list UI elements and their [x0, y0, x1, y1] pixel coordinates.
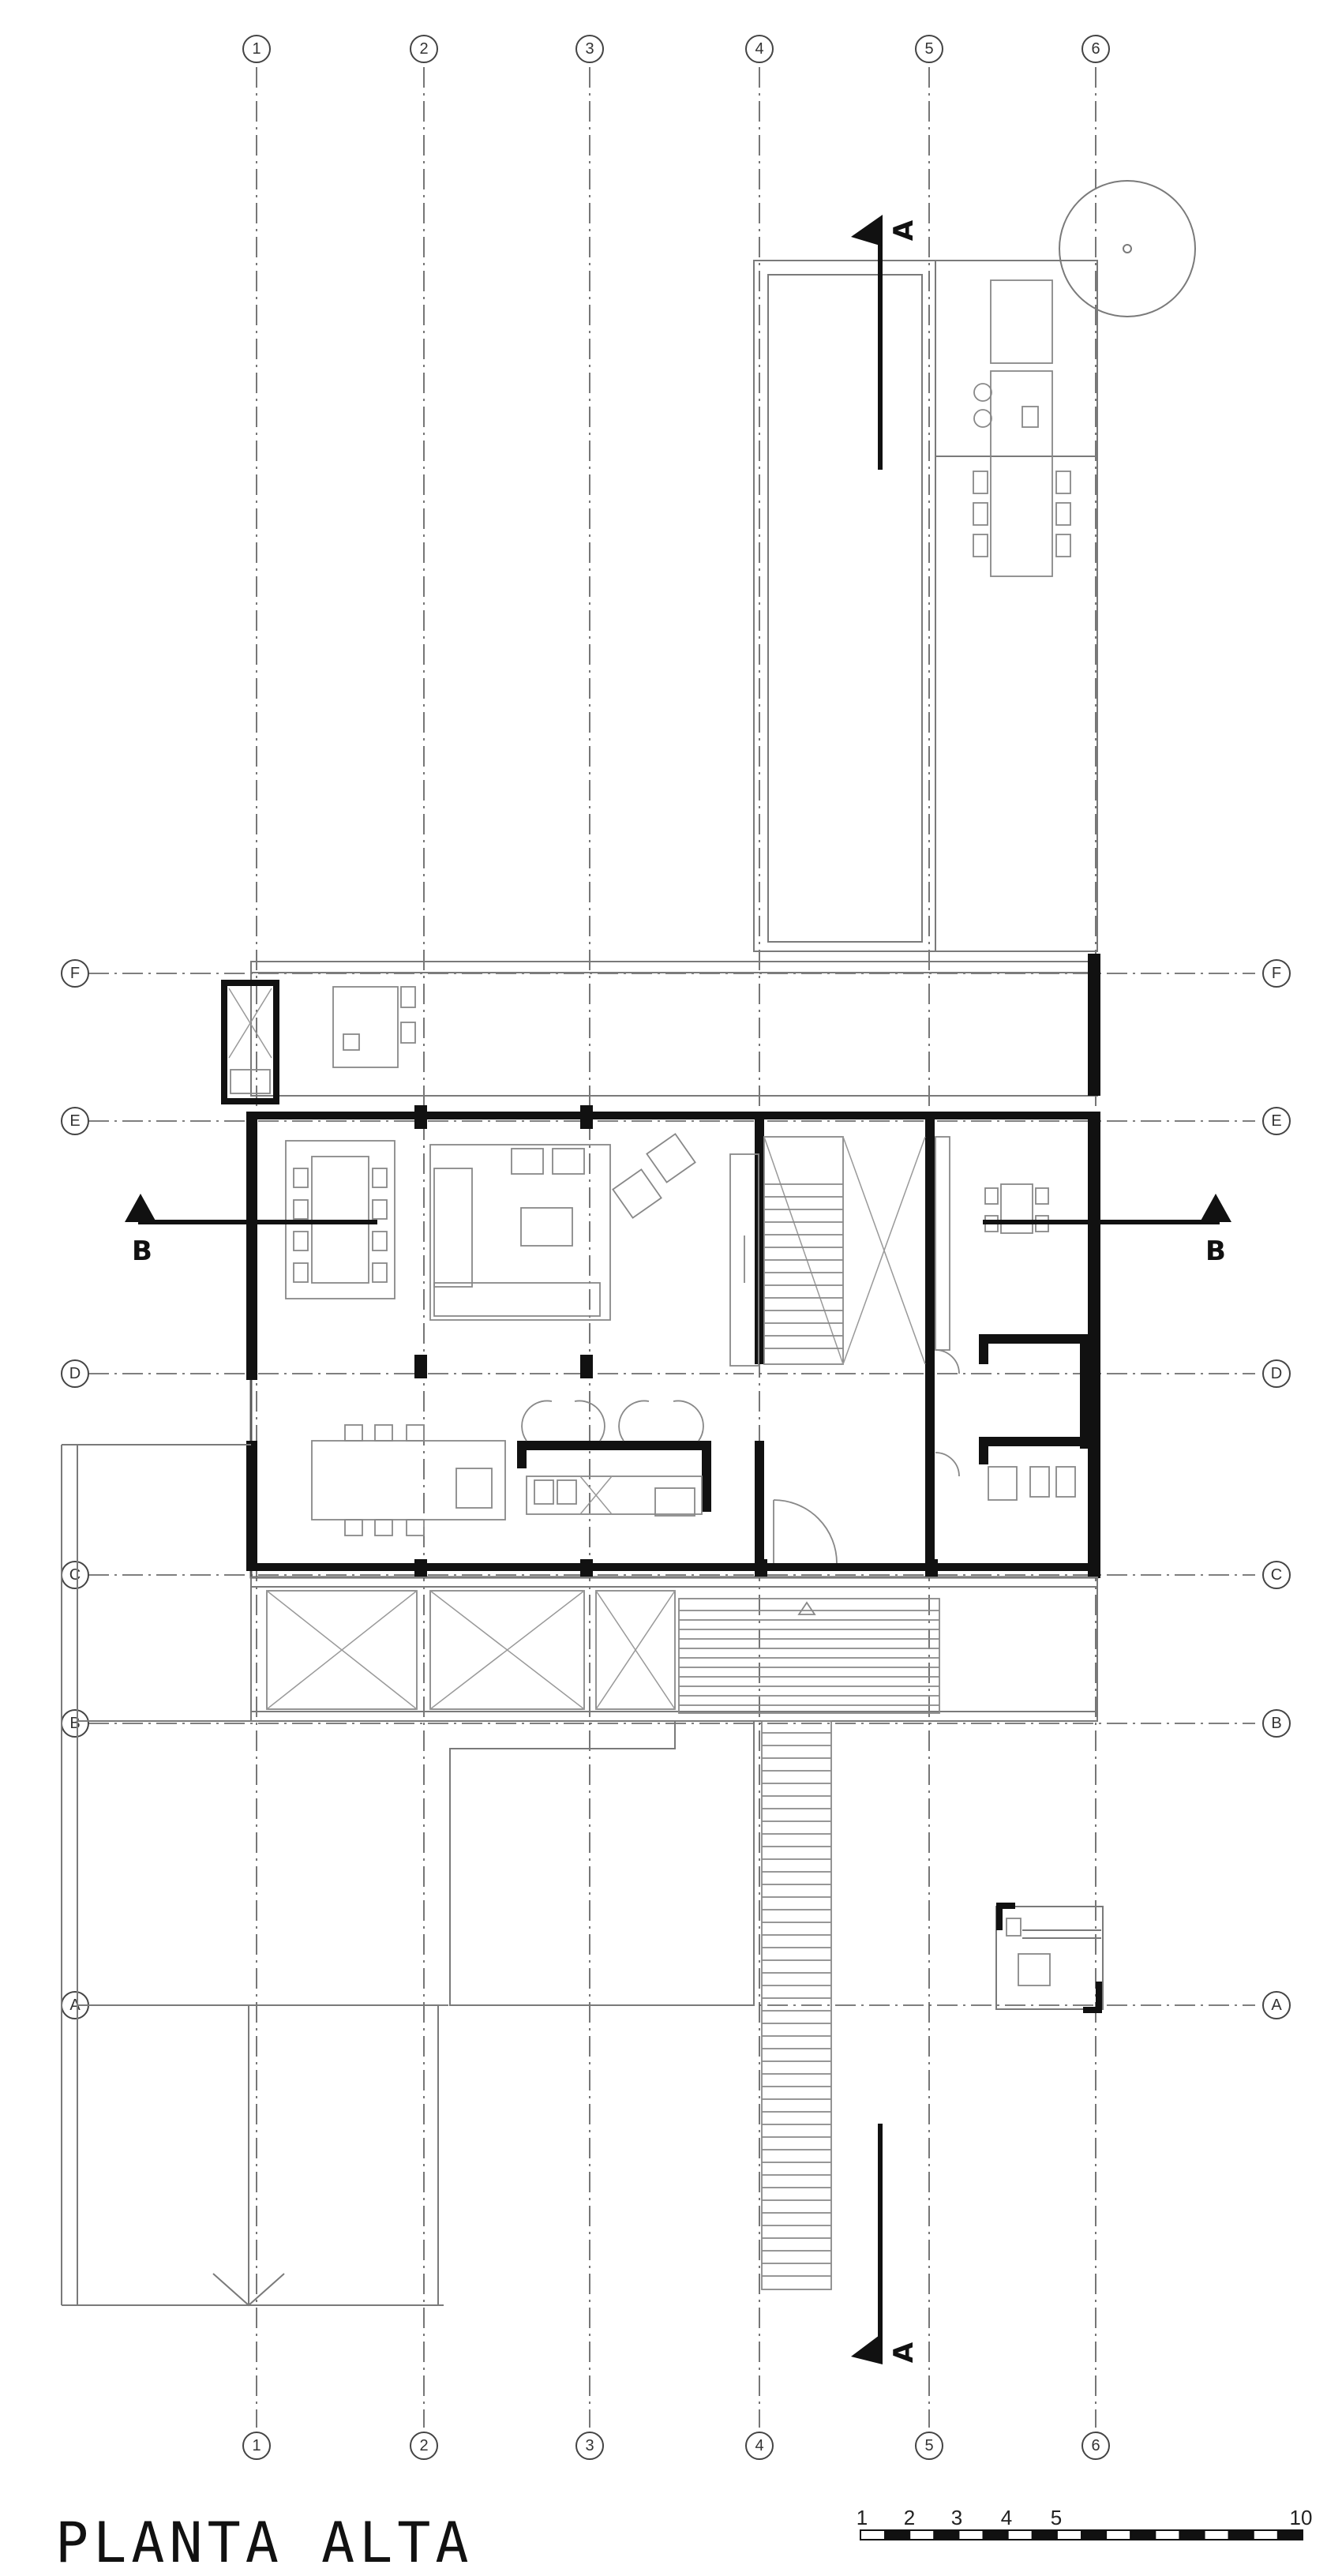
sofa-bottom	[433, 1282, 601, 1317]
main-building	[246, 954, 1100, 1579]
column-bubble-6-bottom	[1081, 2432, 1110, 2460]
row-label-F-right: F	[1272, 965, 1281, 982]
section-b-right: B	[983, 1194, 1231, 1267]
section-b-left: B	[125, 1194, 377, 1267]
ground-level	[61, 1444, 1104, 2307]
tree-canopy	[1059, 180, 1196, 317]
grid-axes	[88, 67, 1255, 2428]
scale-label-1: 1	[857, 2506, 868, 2529]
column-bubble-1-top	[242, 35, 271, 63]
scale-label-5: 5	[1051, 2506, 1062, 2529]
scale-label-3: 3	[951, 2506, 962, 2529]
column-bubble-6-top	[1081, 35, 1110, 63]
column-bubble-4-top	[745, 35, 774, 63]
section-a-label-top: A	[888, 219, 920, 241]
sink	[1021, 406, 1039, 428]
row-label-F-left: F	[70, 965, 80, 982]
terrace	[221, 961, 1098, 1104]
column-bubble-5-bottom	[915, 2432, 943, 2460]
column-label-6-bottom: 6	[1091, 2437, 1100, 2454]
column-label-2-top: 2	[419, 40, 428, 58]
row-bubble-D-right	[1262, 1359, 1291, 1388]
column-bubble-2-bottom	[410, 2432, 438, 2460]
scale-bar: 1 2 3 4 5 10	[857, 2506, 1313, 2540]
column-label-2-bottom: 2	[419, 2437, 428, 2454]
column-label-5-bottom: 5	[924, 2437, 933, 2454]
row-bubble-C-right	[1262, 1561, 1291, 1589]
row-bubble-B-right	[1262, 1709, 1291, 1738]
lower-terrace	[250, 1577, 1098, 1722]
stair-void	[763, 1136, 844, 1365]
column-bubble-1-bottom	[242, 2432, 271, 2460]
row-bubble-A-right	[1262, 1991, 1291, 2019]
exterior-stair	[761, 1720, 832, 2290]
column-label-3-bottom: 3	[585, 2437, 594, 2454]
row-label-B-right: B	[1271, 1715, 1281, 1732]
column-label-5-top: 5	[924, 40, 933, 58]
garden-unit	[995, 1906, 1104, 2010]
row-label-E-left: E	[69, 1112, 80, 1130]
column-label-4-top: 4	[755, 40, 763, 58]
stair-treads	[764, 1183, 843, 1349]
row-label-D-left: D	[69, 1365, 81, 1382]
row-bubble-E-right	[1262, 1107, 1291, 1135]
cooktop	[455, 1468, 493, 1509]
section-a-top: A	[851, 215, 920, 470]
kitchen-counter	[526, 1475, 703, 1515]
column-label-4-bottom: 4	[755, 2437, 763, 2454]
column-label-1-bottom: 1	[252, 2437, 261, 2454]
row-bubble-F-left	[61, 959, 89, 988]
bedroom-table	[1000, 1183, 1033, 1234]
toilet	[1055, 1466, 1076, 1498]
scale-label-2: 2	[904, 2506, 915, 2529]
column-label-1-top: 1	[252, 40, 261, 58]
main-stair	[678, 1598, 940, 1714]
grill-counter	[990, 279, 1053, 364]
row-label-D-right: D	[1271, 1365, 1282, 1382]
sofa-left	[433, 1168, 473, 1288]
section-a-bottom: A	[851, 2124, 920, 2364]
column-label-6-top: 6	[1091, 40, 1100, 58]
outdoor-table	[990, 370, 1053, 577]
row-label-C-right: C	[1271, 1566, 1282, 1584]
bidet	[1029, 1466, 1050, 1498]
coffee-table	[520, 1207, 573, 1247]
column-bubble-2-top	[410, 35, 438, 63]
scale-label-4: 4	[1001, 2506, 1012, 2529]
column-bubble-4-bottom	[745, 2432, 774, 2460]
column-bubble-5-top	[915, 35, 943, 63]
column-bubble-3-bottom	[575, 2432, 604, 2460]
row-label-C-left: C	[69, 1566, 81, 1584]
tree-trunk	[1123, 244, 1132, 253]
section-a-label-bottom: A	[888, 2342, 920, 2363]
bathroom-sink	[988, 1466, 1018, 1501]
terrace-table	[332, 986, 399, 1068]
section-b-label-left: B	[132, 1236, 152, 1267]
row-bubble-F-right	[1262, 959, 1291, 988]
column-label-3-top: 3	[585, 40, 594, 58]
pool-area	[753, 180, 1196, 952]
section-b-label-right: B	[1205, 1236, 1226, 1267]
row-label-E-right: E	[1271, 1112, 1281, 1130]
row-label-A-right: A	[1271, 1997, 1282, 2014]
row-label-B-left: B	[69, 1715, 80, 1732]
column-bubble-3-top	[575, 35, 604, 63]
wall-unit	[729, 1153, 759, 1367]
drawing-title: PLANTA ALTA	[55, 2510, 474, 2575]
scale-label-10: 10	[1290, 2506, 1313, 2529]
living-rug	[429, 1144, 611, 1321]
row-bubble-E-left	[61, 1107, 89, 1135]
terrace-shower	[221, 980, 279, 1104]
pool	[767, 274, 923, 943]
row-bubble-D-left	[61, 1359, 89, 1388]
